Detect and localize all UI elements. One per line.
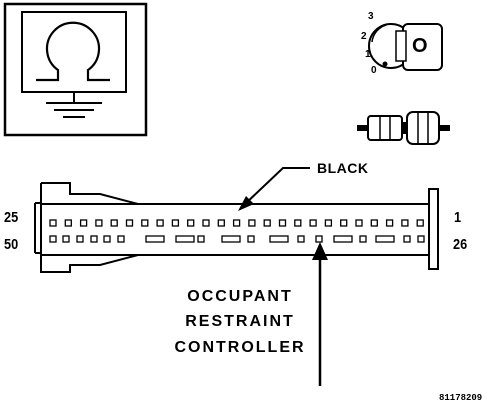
pin-cavity [217, 219, 225, 227]
pin-cavity [156, 219, 164, 227]
pin-cavity [197, 235, 205, 243]
pin-cavity [416, 219, 424, 227]
component-name-line3: CONTROLLER [174, 339, 306, 356]
pin-cavity [248, 219, 256, 227]
key-position-1: 1 [365, 49, 371, 60]
pin-cavity [355, 219, 363, 227]
pin-cavity [187, 219, 195, 227]
pin-cavity [171, 219, 180, 227]
pointer-arrow-icon [312, 242, 328, 386]
pin-cavity [64, 219, 72, 227]
pin-cavity [49, 235, 57, 243]
pin-cavity [221, 235, 241, 243]
pin-cavity [175, 235, 195, 243]
pin-cavity [49, 219, 57, 227]
pin-cavity [232, 219, 241, 227]
pin-number-26: 26 [453, 236, 468, 253]
pin-cavity [359, 235, 367, 243]
pin-cavity [110, 219, 118, 227]
pin-cavity [90, 235, 98, 243]
pin-cavity [79, 219, 88, 227]
pin-cavity [417, 235, 425, 243]
pin-cavity [309, 219, 317, 227]
connector-plug-icon [357, 111, 450, 145]
pin-cavity [62, 235, 70, 243]
pin-cavity [278, 219, 287, 227]
figure-id: 81178209 [439, 393, 483, 403]
key-letter: O [412, 35, 428, 57]
pin-cavity [340, 219, 348, 227]
main-connector [34, 182, 439, 273]
connector-color-label: BLACK [317, 160, 369, 176]
pin-cavity [247, 235, 255, 243]
pin-cavity [315, 235, 323, 243]
pin-cavity [297, 235, 305, 243]
pin-cavity [76, 235, 84, 243]
pin-cavity [294, 219, 302, 227]
color-leader-arrow [238, 167, 310, 211]
pin-cavities [49, 219, 425, 243]
component-name-line1: OCCUPANT [187, 288, 293, 305]
component-name-line2: RESTRAINT [185, 313, 295, 330]
pin-cavity [269, 235, 289, 243]
pin-number-25: 25 [4, 209, 19, 226]
pin-cavity [333, 235, 353, 243]
pin-cavity [375, 235, 395, 243]
pin-cavity [324, 219, 333, 227]
pin-cavity [125, 219, 134, 227]
key-position-3: 3 [368, 11, 374, 22]
pin-cavity [401, 219, 409, 227]
pin-cavity [95, 219, 103, 227]
key-position-2: 2 [361, 31, 367, 42]
pin-cavity [103, 235, 111, 243]
pin-cavity [385, 219, 394, 227]
pin-cavity [403, 235, 411, 243]
pin-cavity [117, 235, 125, 243]
pin-cavity [370, 219, 378, 227]
pin-cavity [141, 219, 149, 227]
pin-number-1: 1 [454, 209, 462, 226]
pin-cavity [145, 235, 165, 243]
key-position-0: 0 [371, 65, 377, 76]
ground-symbol-icon [3, 2, 148, 137]
pin-number-50: 50 [4, 236, 19, 253]
ignition-key-icon [368, 23, 443, 71]
pin-cavity [263, 219, 271, 227]
pin-cavity [202, 219, 210, 227]
